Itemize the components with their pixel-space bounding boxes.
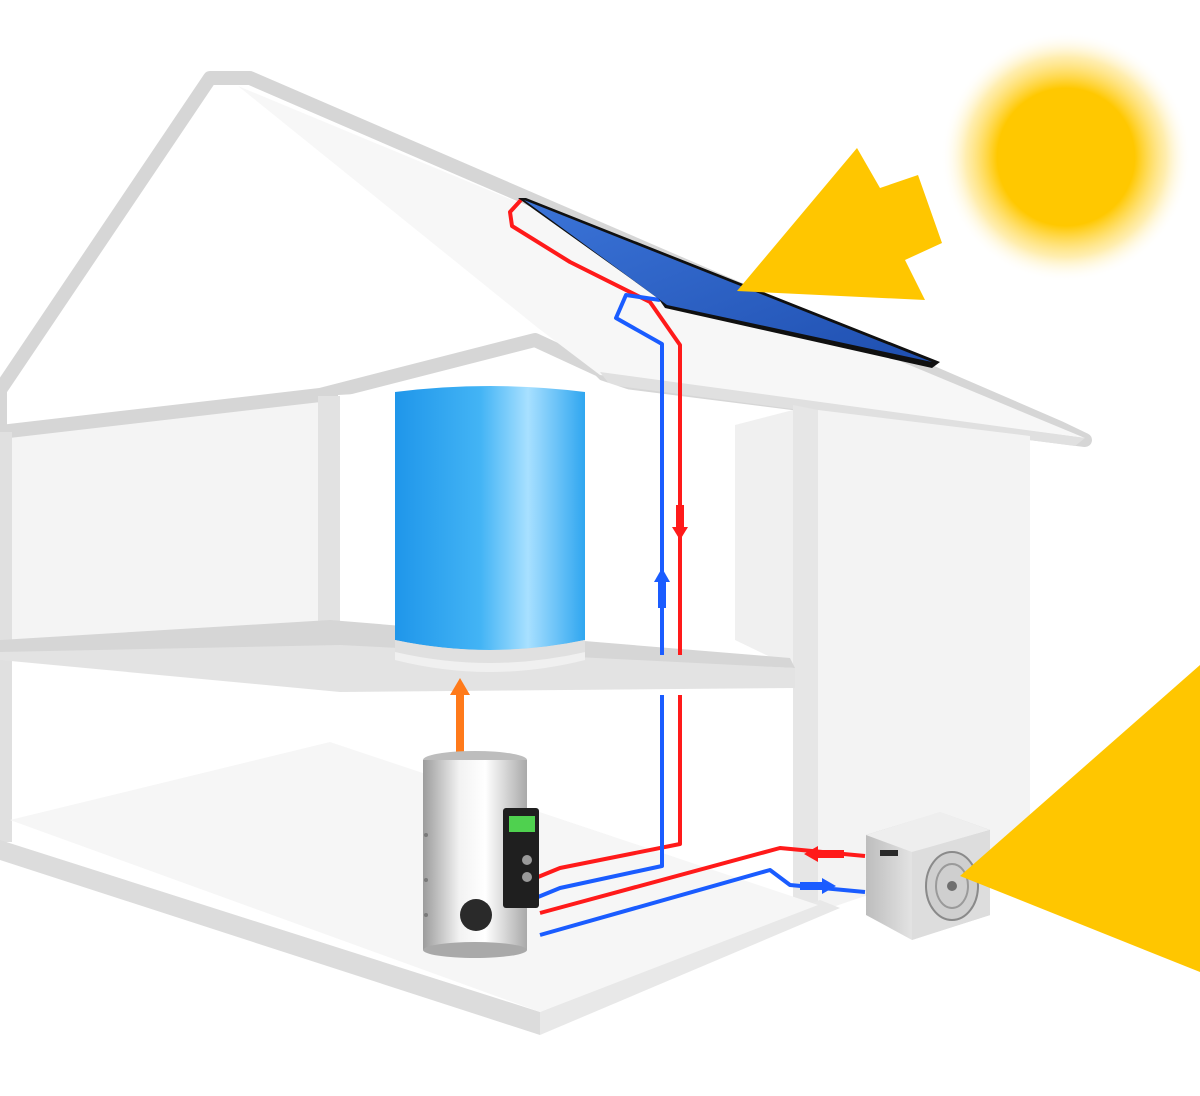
flow-arrow-down-hot (672, 505, 688, 540)
house-left-wall (0, 395, 338, 660)
storage-tank-icon (395, 386, 585, 672)
left-corner-post (0, 432, 12, 842)
roof-eave (600, 372, 1085, 446)
solar-cold-pipe (614, 293, 664, 655)
ground-slab-right (540, 900, 840, 1035)
flow-arrow-cold-outbound (800, 878, 836, 894)
solar-hot-pipe-lower (537, 695, 682, 879)
solar-hot-pipe (508, 198, 682, 655)
house-right-post (793, 405, 818, 912)
upper-room-side-wall (735, 410, 793, 668)
house-right-wall (818, 410, 1030, 912)
boiler-controller (503, 808, 539, 908)
sunlight-arrow-icon (737, 148, 942, 300)
transfer-arrow-up (450, 678, 470, 757)
ground-floor (10, 742, 818, 1012)
solar-loop-pipes (508, 198, 682, 899)
solar-cold-pipe-lower (537, 695, 664, 899)
fan-icon (925, 851, 979, 921)
solar-panel-icon (518, 198, 940, 368)
ground-slab (0, 840, 540, 1035)
left-post (318, 396, 340, 658)
flow-arrow-up-cold (654, 568, 670, 608)
heat-pump-icon (866, 812, 990, 940)
sun-icon (941, 32, 1191, 282)
flow-arrow-hot-inbound (804, 846, 844, 862)
ambient-air-arrow-icon (960, 665, 1200, 972)
